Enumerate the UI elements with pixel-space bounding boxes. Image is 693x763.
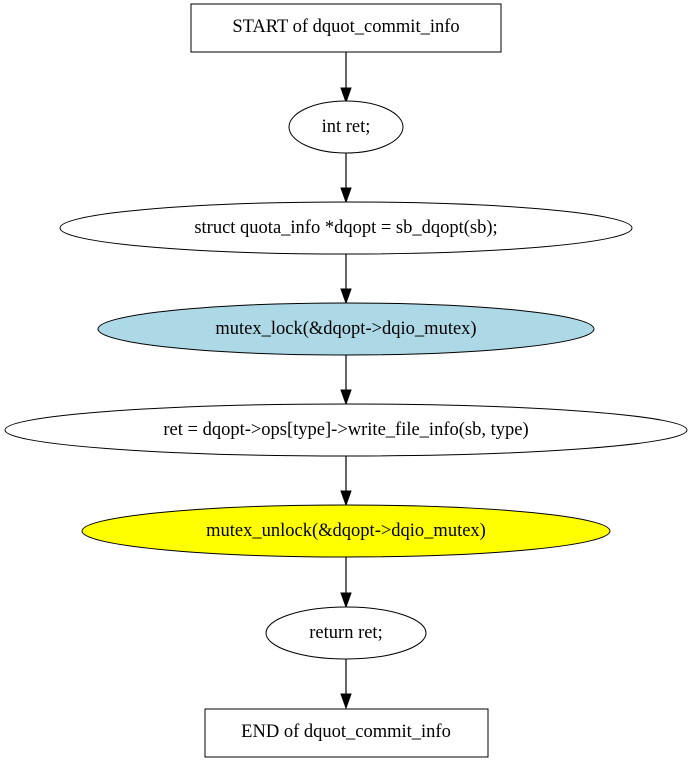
- arrowhead-icon: [340, 389, 352, 406]
- arrowhead-icon: [340, 87, 352, 104]
- write-label: ret = dqopt->ops[type]->write_file_info(…: [163, 420, 528, 440]
- return-ellipse: [265, 606, 427, 660]
- decl-ret-ellipse: [288, 100, 404, 154]
- node-write: ret = dqopt->ops[type]->write_file_info(…: [4, 403, 688, 457]
- start-box: [190, 3, 502, 53]
- node-return: return ret;: [265, 606, 427, 660]
- node-unlock: mutex_unlock(&dqopt->dqio_mutex): [81, 504, 611, 558]
- arrowhead-icon: [340, 288, 352, 305]
- arrowhead-icon: [340, 592, 352, 609]
- write-ellipse: [4, 403, 688, 457]
- arrowhead-icon: [340, 693, 352, 710]
- node-start: START of dquot_commit_info: [190, 3, 502, 53]
- unlock-ellipse: [81, 504, 611, 558]
- lock-ellipse: [97, 302, 595, 356]
- node-end: END of dquot_commit_info: [204, 708, 489, 758]
- end-box: [204, 708, 489, 758]
- arrowhead-icon: [340, 490, 352, 507]
- node-decl-ret: int ret;: [288, 100, 404, 154]
- decl-dqopt-label: struct quota_info *dqopt = sb_dqopt(sb);: [194, 218, 497, 238]
- edges: [340, 52, 352, 710]
- node-lock: mutex_lock(&dqopt->dqio_mutex): [97, 302, 595, 356]
- edge-lock-to-write: [340, 355, 352, 406]
- edge-unlock-to-return: [340, 557, 352, 609]
- edge-return-to-end: [340, 659, 352, 710]
- start-label: START of dquot_commit_info: [232, 17, 459, 37]
- lock-label: mutex_lock(&dqopt->dqio_mutex): [215, 319, 476, 339]
- unlock-label: mutex_unlock(&dqopt->dqio_mutex): [206, 521, 486, 541]
- return-label: return ret;: [309, 623, 382, 643]
- edge-start-to-decl-ret: [340, 52, 352, 104]
- edge-decl-ret-to-decl-dqopt: [340, 153, 352, 204]
- decl-ret-label: int ret;: [322, 117, 371, 137]
- edge-write-to-unlock: [340, 456, 352, 507]
- edge-decl-dqopt-to-lock: [340, 254, 352, 305]
- node-decl-dqopt: struct quota_info *dqopt = sb_dqopt(sb);: [59, 201, 633, 255]
- decl-dqopt-ellipse: [59, 201, 633, 255]
- nodes: START of dquot_commit_info int ret; stru…: [4, 3, 688, 758]
- arrowhead-icon: [340, 187, 352, 204]
- end-label: END of dquot_commit_info: [241, 722, 451, 742]
